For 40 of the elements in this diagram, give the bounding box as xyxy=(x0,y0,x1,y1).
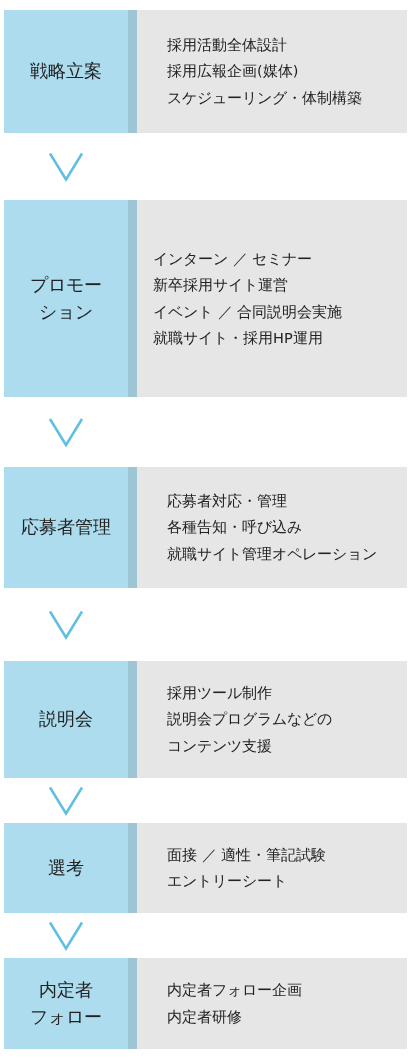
detail-item: 新卒採用サイト運営 xyxy=(153,276,288,296)
detail-item: 就職サイト管理オペレーション xyxy=(167,544,377,564)
detail-item: 応募者対応・管理 xyxy=(167,492,287,512)
detail-box xyxy=(137,661,407,778)
detail-item: 採用ツール制作 xyxy=(167,684,272,704)
stage-title: 選考 xyxy=(48,855,84,880)
stage-box xyxy=(4,661,137,778)
chevron-arrow xyxy=(48,418,84,448)
stage-box xyxy=(4,200,137,397)
chevron-arrow xyxy=(48,610,84,640)
detail-item: インターン ／ セミナー xyxy=(153,250,313,270)
detail-item: イベント ／ 合同説明会実施 xyxy=(153,302,343,322)
detail-box xyxy=(137,200,407,397)
detail-item: 採用活動全体設計 xyxy=(167,36,287,56)
stage-box xyxy=(4,958,137,1049)
stage-title: 内定者フォロー xyxy=(29,978,103,1029)
detail-box xyxy=(137,958,407,1049)
detail-item: スケジューリング・体制構築 xyxy=(167,88,362,108)
detail-box xyxy=(137,823,407,913)
detail-item: 就職サイト・採用HP運用 xyxy=(153,328,323,348)
detail-item: エントリーシート xyxy=(167,872,287,891)
stage-box xyxy=(4,467,137,588)
detail-item: 各種告知・呼び込み xyxy=(167,518,302,538)
chevron-arrow xyxy=(48,786,84,816)
detail-box xyxy=(137,467,407,588)
chevron-arrow xyxy=(48,921,84,951)
stage-title: 戦略立案 xyxy=(30,59,102,84)
stage-title: 説明会 xyxy=(39,707,93,732)
detail-item: コンテンツ支援 xyxy=(167,736,272,756)
detail-item: 内定者フォロー企画 xyxy=(167,981,302,1001)
stage-box xyxy=(4,10,137,133)
detail-box xyxy=(137,10,407,133)
detail-item: 説明会プログラムなどの xyxy=(167,710,332,730)
chevron-arrow xyxy=(48,152,84,182)
stage-title: プロモーション xyxy=(29,273,103,324)
stage-box xyxy=(4,823,137,913)
stage-title: 応募者管理 xyxy=(21,515,111,540)
detail-item: 内定者研修 xyxy=(167,1007,242,1027)
detail-item: 面接 ／ 適性・筆記試験 xyxy=(167,845,327,865)
detail-item: 採用広報企画(媒体) xyxy=(167,62,299,82)
